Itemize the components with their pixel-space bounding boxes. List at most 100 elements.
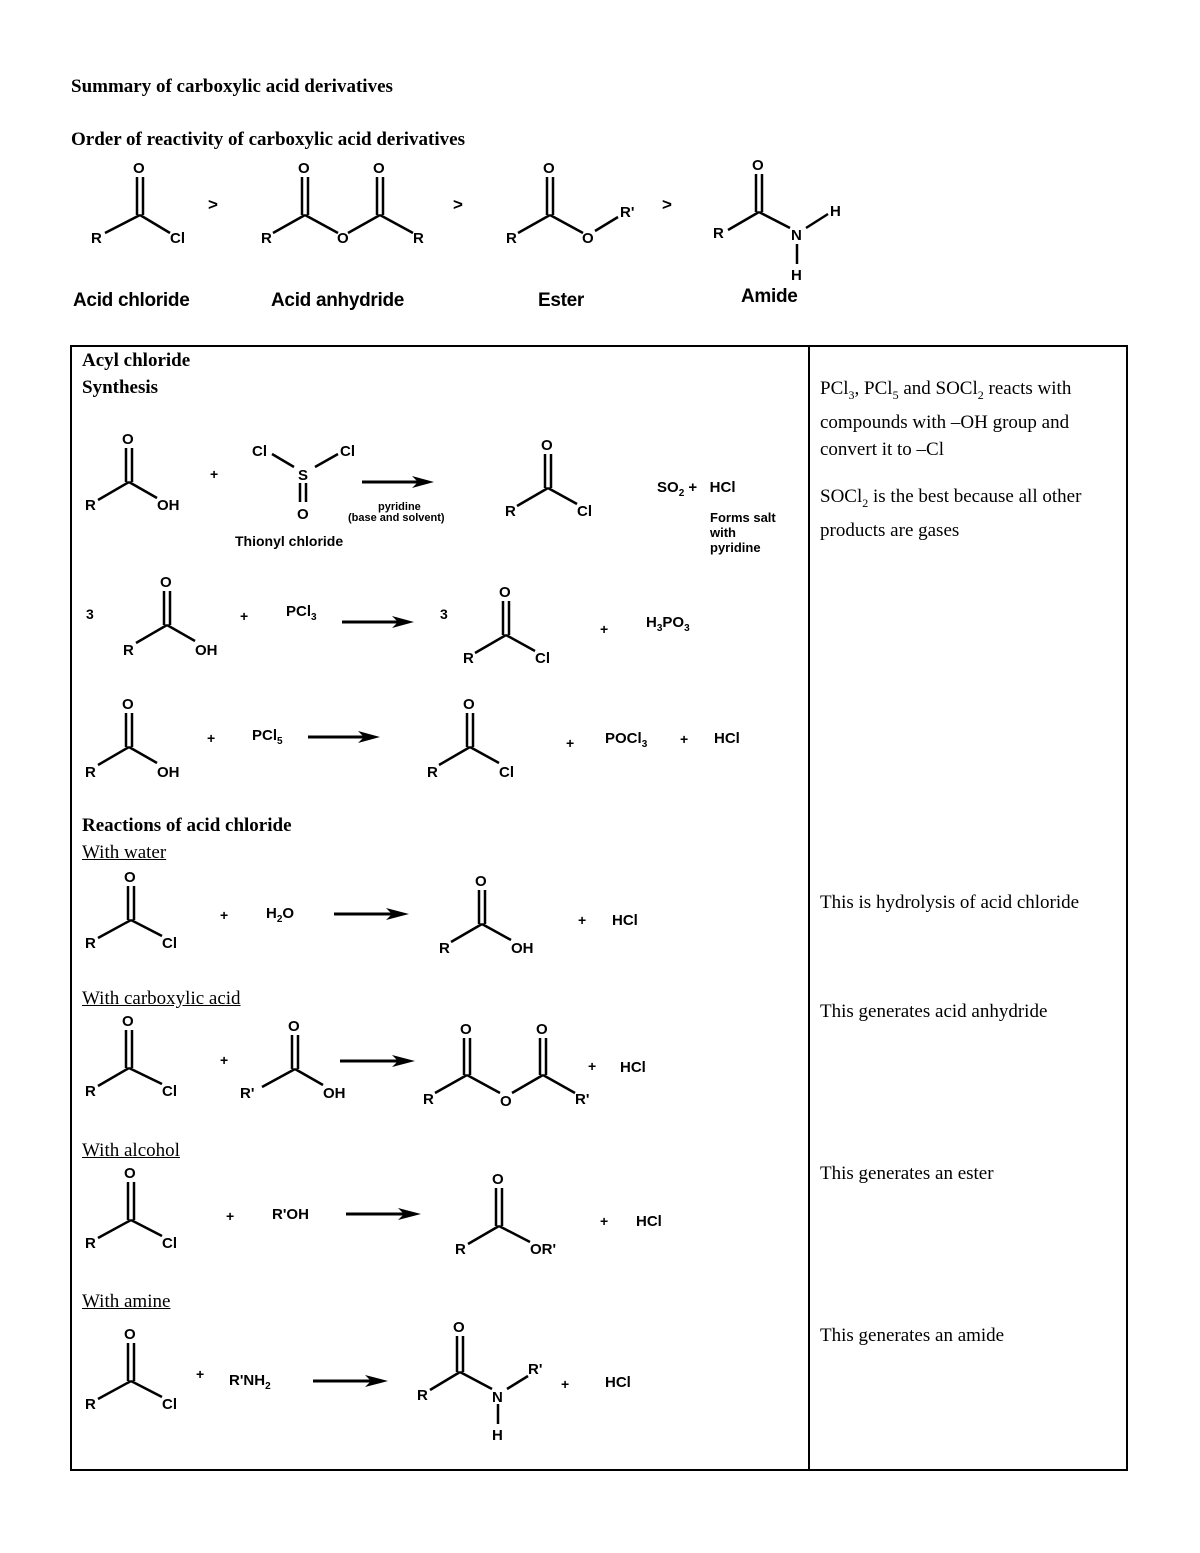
- plus-sign: +: [680, 731, 689, 747]
- greater-than-sign: >: [208, 195, 218, 214]
- svg-text:Cl: Cl: [499, 764, 514, 781]
- reaction-arrow-icon: [346, 1208, 421, 1220]
- svg-text:R: R: [439, 940, 450, 957]
- reaction-arrow-icon: [308, 731, 380, 743]
- amine-note: This generates an amide: [820, 1325, 1005, 1346]
- reaction-arrow-icon: [362, 476, 434, 488]
- byproduct-hcl: HCl: [612, 912, 638, 929]
- svg-text:R': R': [575, 1091, 589, 1108]
- byproduct-hcl: HCl: [605, 1374, 631, 1391]
- byproduct-hcl: HCl: [636, 1213, 662, 1230]
- greater-than-sign: >: [662, 195, 672, 214]
- label-amide: Amide: [741, 286, 798, 307]
- svg-text:R': R': [528, 1361, 542, 1378]
- svg-text:H: H: [492, 1427, 503, 1444]
- plus-sign: +: [220, 1052, 229, 1068]
- with-water-label: With water: [82, 842, 167, 863]
- svg-text:O: O: [288, 1018, 300, 1035]
- byproducts-so2-hcl: SO2 + HCl: [657, 479, 736, 499]
- svg-text:S: S: [298, 467, 308, 484]
- svg-text:O: O: [492, 1171, 504, 1188]
- svg-text:OH: OH: [511, 940, 534, 957]
- plus-sign: +: [561, 1376, 570, 1392]
- byproduct-h3po3: H3PO3: [646, 614, 690, 634]
- svg-text:R': R': [620, 204, 634, 221]
- summary-table: [70, 345, 1128, 1471]
- svg-text:O: O: [133, 160, 145, 177]
- carboxylic-acid-note: This generates acid anhydride: [820, 1001, 1048, 1022]
- svg-text:OH: OH: [157, 497, 180, 514]
- svg-text:R: R: [505, 503, 516, 520]
- svg-text:Cl: Cl: [577, 503, 592, 520]
- alcohol-note: This generates an ester: [820, 1163, 994, 1184]
- svg-text:H: H: [830, 203, 841, 220]
- reagent-water: H2O: [266, 905, 295, 925]
- acid-chloride-structure: O R Cl: [91, 160, 185, 247]
- reactivity-heading: Order of reactivity of carboxylic acid d…: [71, 129, 465, 150]
- plus-sign: +: [578, 912, 587, 928]
- svg-text:O: O: [543, 160, 555, 177]
- svg-text:Cl: Cl: [170, 230, 185, 247]
- svg-text:O: O: [124, 1165, 136, 1182]
- label-acid-chloride: Acid chloride: [73, 290, 190, 311]
- plus-sign: +: [600, 621, 609, 637]
- svg-text:R: R: [455, 1241, 466, 1258]
- svg-text:O: O: [160, 574, 172, 591]
- product-coefficient: 3: [440, 606, 448, 622]
- acid-chloride-product-structure: O R Cl: [505, 437, 592, 520]
- plus-sign: +: [588, 1058, 597, 1074]
- water-note: This is hydrolysis of acid chloride: [820, 892, 1080, 913]
- svg-text:N: N: [791, 227, 802, 244]
- byproduct-note: Forms salt with pyridine: [710, 510, 776, 555]
- carboxylic-acid-product-structure: O R OH: [439, 873, 534, 957]
- svg-text:O: O: [124, 1326, 136, 1343]
- plus-sign: +: [600, 1213, 609, 1229]
- synthesis-note-1: PCl3, PCl5 and SOCl2 reacts with compoun…: [820, 378, 1072, 460]
- svg-text:O: O: [373, 160, 385, 177]
- acid-chloride-structure: O R Cl: [85, 1326, 177, 1413]
- conditions-line-2: (base and solvent): [348, 512, 445, 524]
- svg-text:O: O: [122, 696, 134, 713]
- svg-text:O: O: [536, 1021, 548, 1038]
- svg-text:O: O: [475, 873, 487, 890]
- svg-text:R: R: [85, 935, 96, 952]
- reagent-pcl3: PCl3: [286, 603, 317, 623]
- svg-text:Cl: Cl: [162, 1396, 177, 1413]
- plus-sign: +: [207, 730, 216, 746]
- svg-text:O: O: [541, 437, 553, 454]
- svg-text:O: O: [499, 584, 511, 601]
- with-amine-label: With amine: [82, 1291, 171, 1312]
- svg-text:R: R: [85, 1235, 96, 1252]
- byproduct-hcl: HCl: [714, 730, 740, 747]
- svg-text:R: R: [91, 230, 102, 247]
- svg-text:R: R: [506, 230, 517, 247]
- svg-text:R: R: [261, 230, 272, 247]
- thionyl-chloride-label: Thionyl chloride: [235, 533, 344, 549]
- svg-text:Cl: Cl: [340, 443, 355, 460]
- plus-sign: +: [226, 1208, 235, 1224]
- svg-text:OR': OR': [530, 1241, 556, 1258]
- svg-text:Cl: Cl: [162, 1083, 177, 1100]
- reaction-arrow-icon: [340, 1055, 415, 1067]
- svg-text:R: R: [713, 225, 724, 242]
- with-carboxylic-acid-label: With carboxylic acid: [82, 988, 241, 1009]
- plus-sign: +: [220, 907, 229, 923]
- svg-text:Cl: Cl: [162, 935, 177, 952]
- svg-text:R: R: [85, 1396, 96, 1413]
- svg-text:O: O: [297, 506, 309, 523]
- svg-text:R: R: [423, 1091, 434, 1108]
- label-acid-anhydride: Acid anhydride: [271, 290, 405, 311]
- carboxylic-acid-reagent-structure: O R'OH: [240, 1018, 346, 1102]
- svg-text:N: N: [492, 1389, 503, 1406]
- svg-text:O: O: [298, 160, 310, 177]
